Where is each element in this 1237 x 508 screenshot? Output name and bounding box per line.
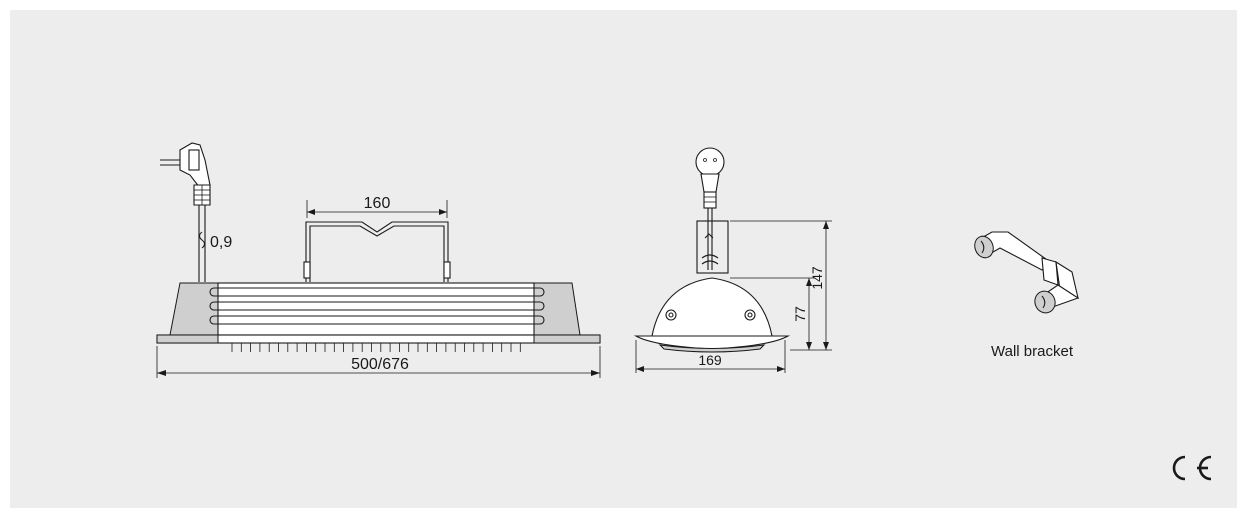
wall-bracket-drawing: [974, 231, 1080, 314]
ce-mark-icon: CE: [1172, 455, 1212, 481]
dimension-length: [156, 346, 601, 378]
dimension-total-height: [730, 220, 832, 351]
dimension-side-width: [635, 340, 786, 373]
plug-icon: [160, 142, 211, 206]
cable-diameter-label: 0,9: [210, 234, 232, 251]
heater-side-drawing: [633, 147, 791, 353]
side-width-label: 169: [698, 352, 722, 368]
length-label: 500/676: [351, 356, 409, 373]
body-height-label: 77: [792, 306, 808, 322]
handle-width-label: 160: [364, 195, 391, 212]
dimension-body-height: [730, 277, 815, 351]
total-height-label: 147: [809, 266, 825, 290]
heater-front-drawing: [156, 142, 601, 352]
wall-bracket-caption: Wall bracket: [991, 343, 1074, 360]
dimension-handle: [306, 200, 448, 218]
